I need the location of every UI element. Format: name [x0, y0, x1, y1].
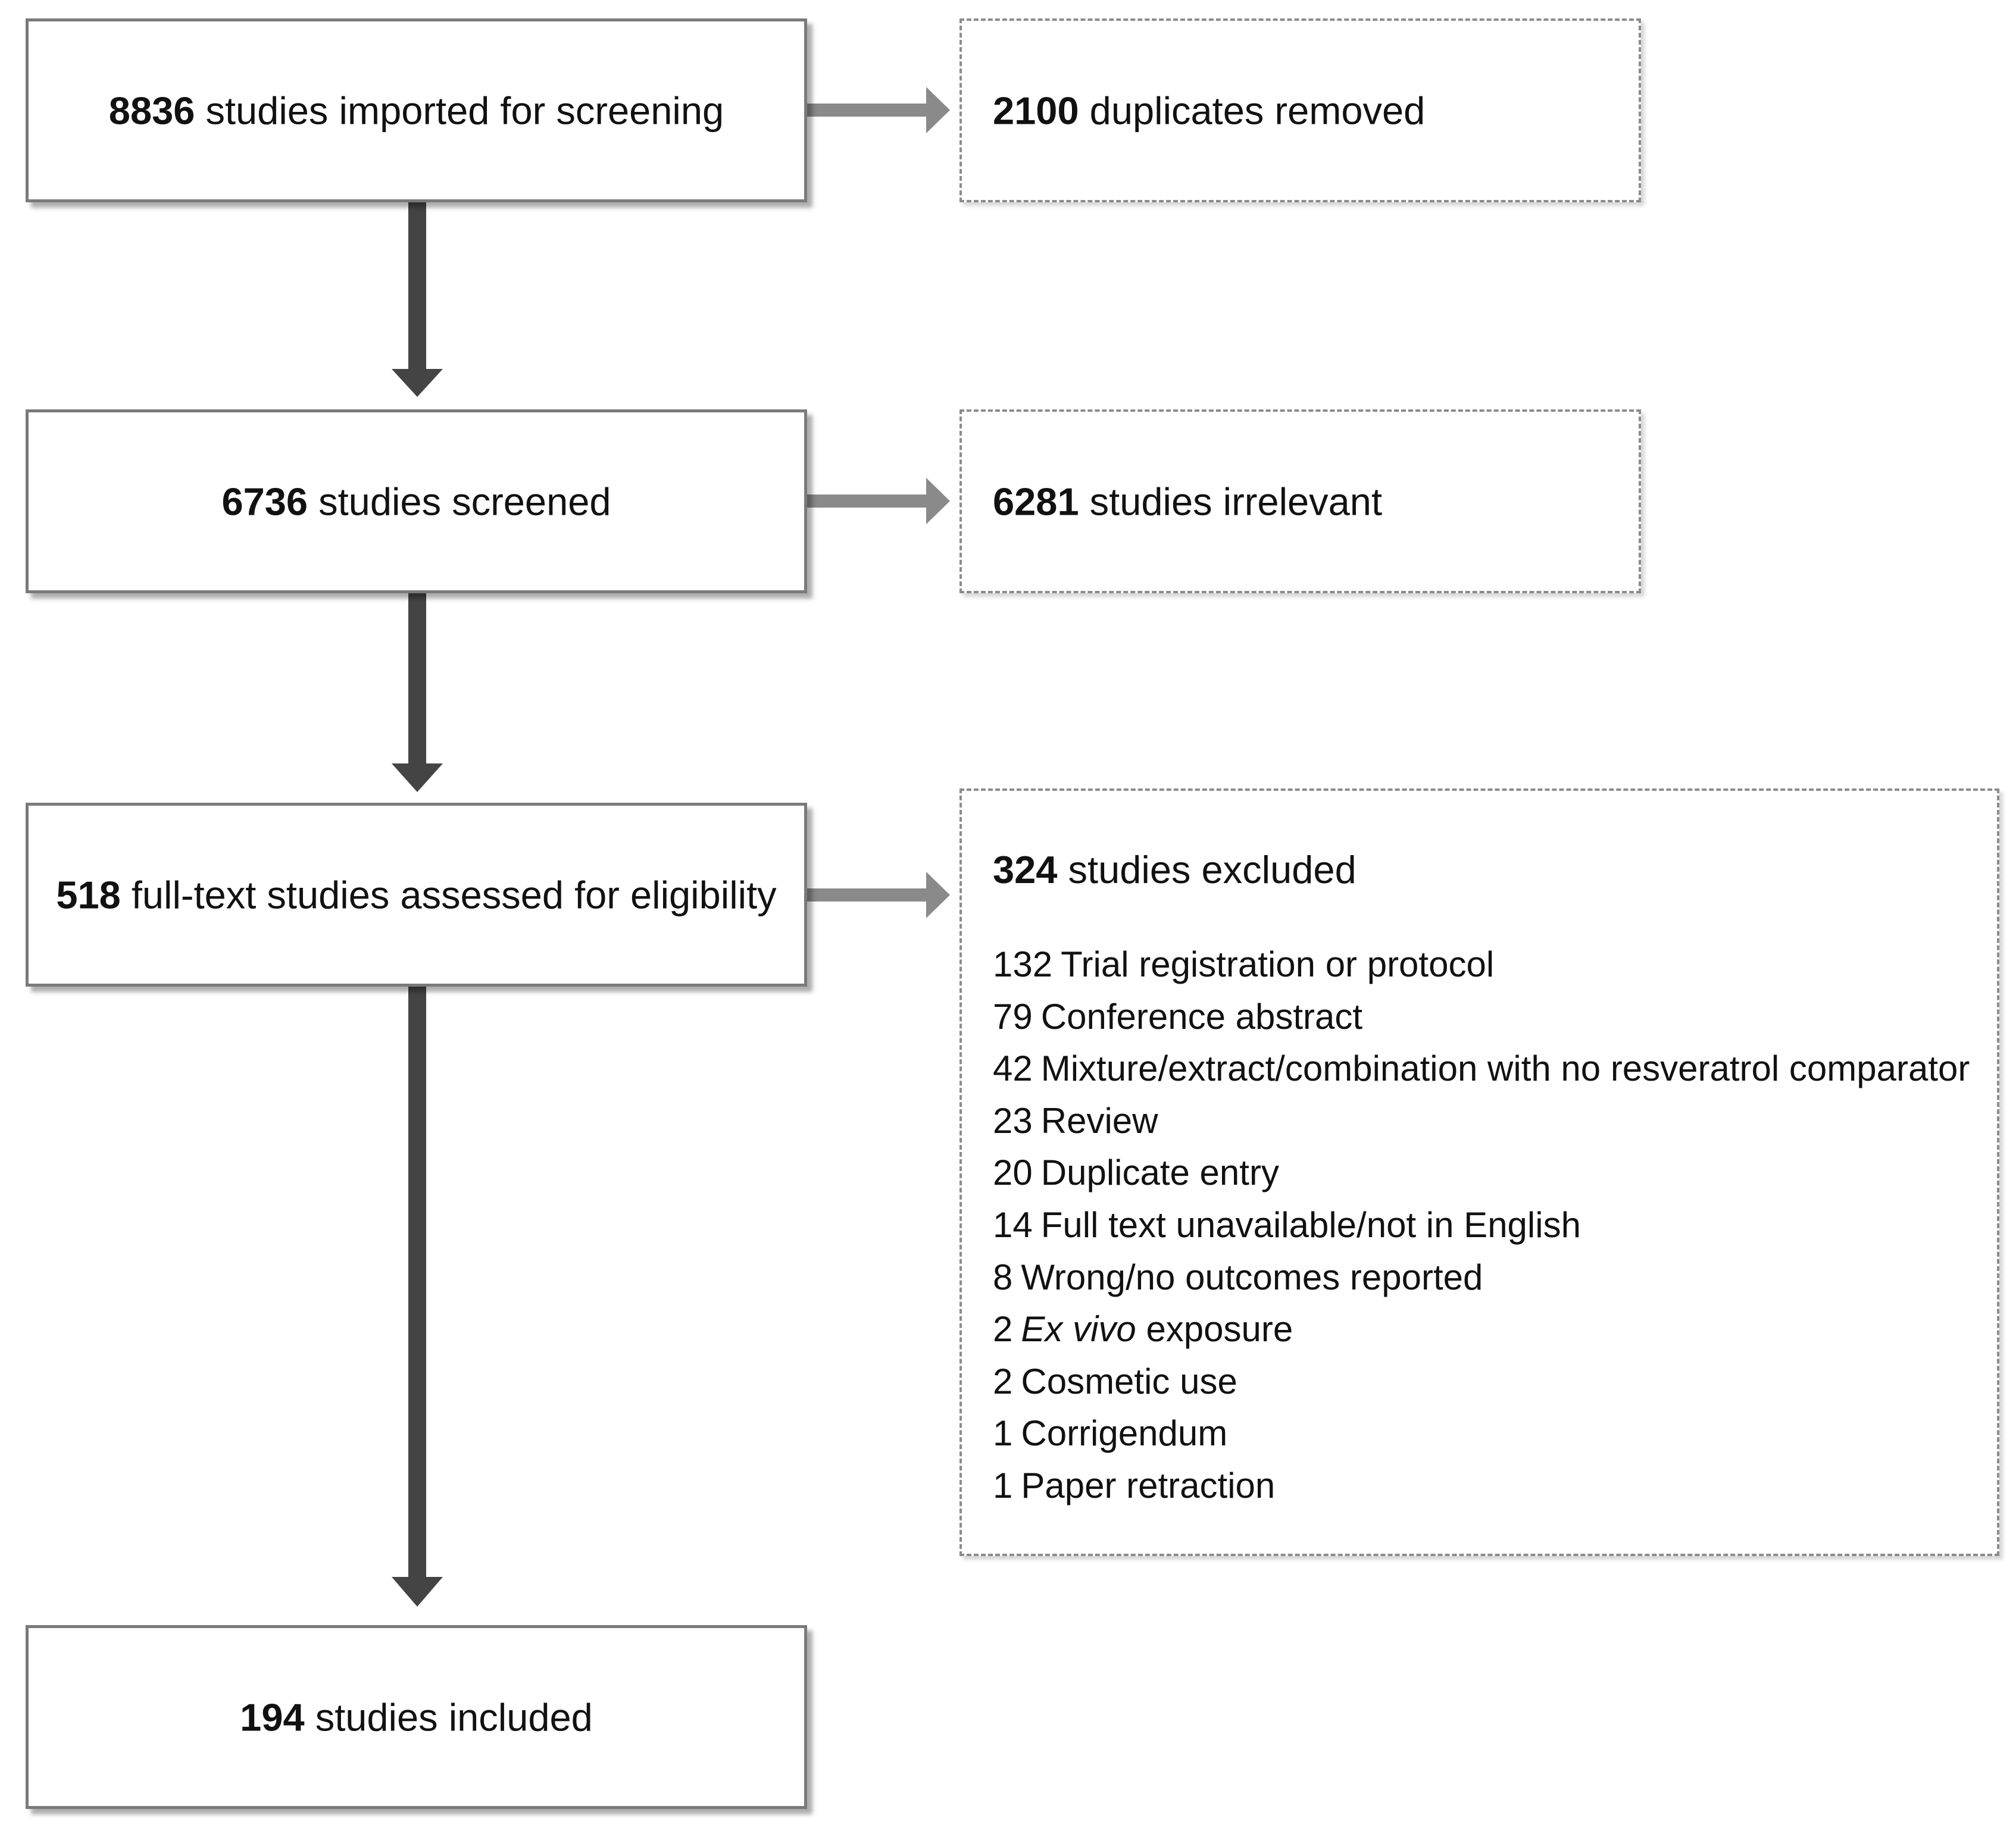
stage-box-screened: 6736 studies screened: [26, 409, 807, 593]
stage-text-included: studies included: [315, 1695, 593, 1739]
removed-box-duplicates: 2100 duplicates removed: [959, 18, 1641, 202]
removed-label-irrelevant: 6281 studies irrelevant: [993, 479, 1382, 524]
stage-count-assessed: 518: [56, 873, 121, 916]
stage-text-screened: studies screened: [318, 480, 611, 523]
side-arrow-2: [807, 478, 950, 524]
side-arrow-1: [807, 87, 950, 133]
stage-box-included: 194 studies included: [26, 1625, 807, 1809]
stage-text-imported: studies imported for screening: [205, 89, 724, 132]
down-arrow-3: [392, 987, 443, 1607]
removed-count-duplicates: 2100: [993, 89, 1079, 132]
stage-label-screened: 6736 studies screened: [29, 479, 804, 524]
stage-count-included: 194: [240, 1695, 305, 1739]
stage-count-imported: 8836: [108, 89, 195, 132]
excluded-text: studies excluded: [1068, 848, 1356, 891]
stage-count-screened: 6736: [221, 480, 308, 523]
stage-text-assessed: full-text studies assessed for eligibili…: [131, 873, 777, 916]
side-arrow-3: [807, 872, 950, 918]
stage-box-imported: 8836 studies imported for screening: [26, 18, 807, 202]
down-arrow-1: [392, 202, 443, 397]
stage-label-assessed: 518 full-text studies assessed for eligi…: [29, 872, 804, 917]
stage-label-included: 194 studies included: [29, 1695, 804, 1739]
removed-label-duplicates: 2100 duplicates removed: [993, 88, 1425, 133]
removed-text-irrelevant: studies irrelevant: [1089, 480, 1383, 523]
down-arrow-2: [392, 593, 443, 792]
removed-count-irrelevant: 6281: [993, 480, 1079, 523]
excluded-heading: 324 studies excluded: [993, 847, 1356, 892]
excluded-count: 324: [993, 848, 1058, 891]
stage-box-assessed: 518 full-text studies assessed for eligi…: [26, 803, 807, 987]
removed-box-irrelevant: 6281 studies irrelevant: [959, 409, 1641, 593]
removed-text-duplicates: duplicates removed: [1089, 89, 1426, 132]
stage-label-imported: 8836 studies imported for screening: [29, 88, 804, 133]
